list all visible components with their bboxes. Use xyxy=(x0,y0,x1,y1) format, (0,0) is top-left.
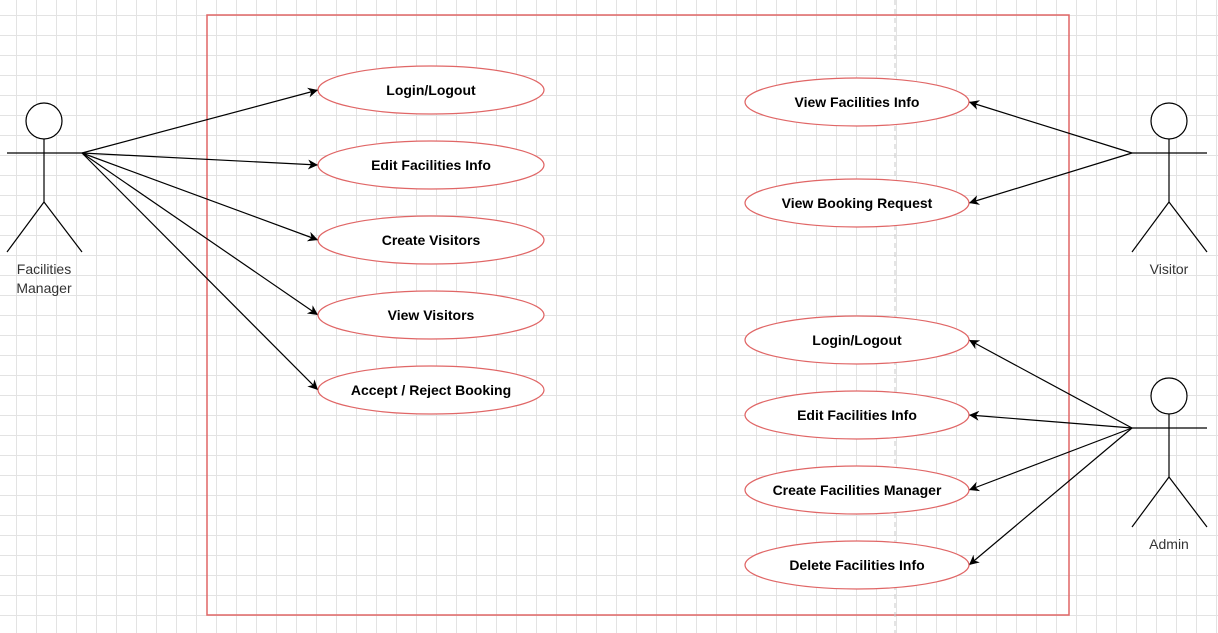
use-case-fm-login[interactable]: Login/Logout xyxy=(317,65,545,115)
association-admin-login xyxy=(968,339,1133,429)
association-admin-edit xyxy=(968,410,1133,429)
stick-figure-icon xyxy=(25,102,63,140)
use-case-admin-edit-facilities-info[interactable]: Edit Facilities Info xyxy=(744,390,970,440)
use-case-visitor-view-booking-request[interactable]: View Booking Request xyxy=(744,178,970,228)
facilities-manager-associations xyxy=(81,87,319,391)
association-fm-view-visitors xyxy=(81,152,319,316)
system-boundary xyxy=(206,14,1070,616)
use-case-label: View Facilities Info xyxy=(794,94,919,110)
actor-label-facilities-manager-line2: Manager xyxy=(16,280,72,296)
association-admin-create-manager xyxy=(968,427,1133,492)
use-case-label: Login/Logout xyxy=(386,82,476,98)
association-visitor-view-facilities xyxy=(968,100,1133,154)
actor-label-visitor: Visitor xyxy=(1150,261,1189,277)
association-fm-create-visitors xyxy=(81,152,319,242)
association-fm-login xyxy=(81,87,319,154)
use-case-label: Login/Logout xyxy=(812,332,902,348)
use-case-fm-create-visitors[interactable]: Create Visitors xyxy=(317,215,545,265)
association-admin-delete xyxy=(968,427,1133,566)
actor-admin[interactable] xyxy=(1131,377,1208,528)
use-case-label: Edit Facilities Info xyxy=(371,157,491,173)
use-case-fm-view-visitors[interactable]: View Visitors xyxy=(317,290,545,340)
use-case-admin-delete-facilities-info[interactable]: Delete Facilities Info xyxy=(744,540,970,590)
use-case-fm-edit-facilities-info[interactable]: Edit Facilities Info xyxy=(317,140,545,190)
association-fm-edit xyxy=(81,152,319,170)
stick-figure-icon xyxy=(1150,102,1188,140)
use-case-label: Create Visitors xyxy=(382,232,481,248)
use-case-label: Delete Facilities Info xyxy=(789,557,924,573)
stick-figure-icon xyxy=(1150,377,1188,415)
association-visitor-view-booking xyxy=(968,152,1133,205)
use-case-label: View Booking Request xyxy=(782,195,933,211)
actor-label-admin: Admin xyxy=(1149,536,1189,552)
actor-visitor[interactable] xyxy=(1131,102,1208,253)
use-case-visitor-view-facilities-info[interactable]: View Facilities Info xyxy=(744,77,970,127)
use-case-fm-accept-reject-booking[interactable]: Accept / Reject Booking xyxy=(317,365,545,415)
admin-associations xyxy=(968,339,1133,566)
use-case-label: View Visitors xyxy=(388,307,475,323)
use-case-label: Edit Facilities Info xyxy=(797,407,917,423)
use-case-admin-create-facilities-manager[interactable]: Create Facilities Manager xyxy=(744,465,970,515)
use-case-label: Accept / Reject Booking xyxy=(351,382,511,398)
actor-facilities-manager[interactable] xyxy=(6,102,83,253)
actor-label-facilities-manager-line1: Facilities xyxy=(17,261,71,277)
association-fm-accept-reject xyxy=(81,152,319,391)
use-case-label: Create Facilities Manager xyxy=(773,482,942,498)
visitor-associations xyxy=(968,100,1133,205)
use-case-admin-login[interactable]: Login/Logout xyxy=(744,315,970,365)
